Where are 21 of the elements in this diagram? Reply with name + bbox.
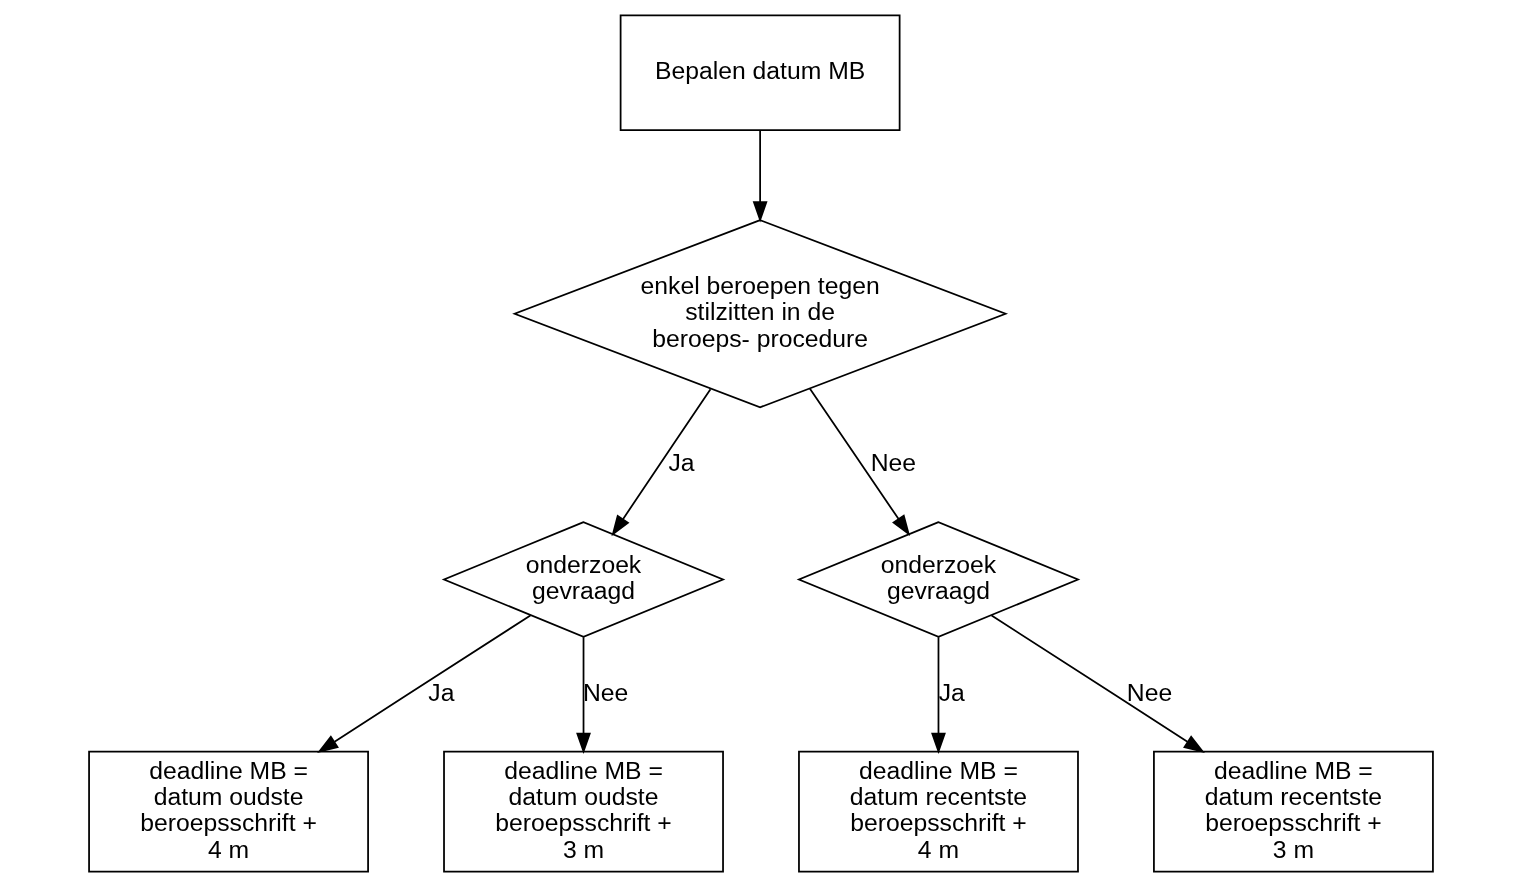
arrow	[930, 636, 946, 755]
arrow	[990, 614, 1205, 753]
node-diamond: onderzoek gevraagd	[796, 521, 1080, 638]
arrow	[752, 129, 768, 223]
arrow	[316, 614, 531, 753]
edge-label: Ja	[938, 678, 965, 706]
node-box: deadline MB = datum oudste beroepsschrift + 4 m	[87, 750, 369, 873]
edge-label: Nee	[1126, 678, 1172, 706]
edge-label: Ja	[427, 678, 454, 706]
arrow	[575, 636, 591, 755]
node-diamond: onderzoek gevraagd	[441, 521, 725, 638]
edge-label: Nee	[870, 449, 916, 477]
edge-label: Nee	[582, 678, 628, 706]
node-diamond: enkel beroepen tegen stilzitten in de beroeps- procedure	[511, 219, 1008, 409]
arrow	[610, 388, 711, 537]
node-box: deadline MB = datum recentste beroepsschrift + 3 m	[1152, 750, 1434, 873]
node-box: deadline MB = datum recentste beroepsschrift + 4 m	[797, 750, 1079, 873]
arrow	[808, 387, 910, 536]
edge-label: Ja	[667, 449, 695, 477]
node-box: Bepalen datum MB	[619, 14, 900, 131]
node-box: deadline MB = datum oudste beroepsschrift + 3 m	[442, 750, 724, 873]
